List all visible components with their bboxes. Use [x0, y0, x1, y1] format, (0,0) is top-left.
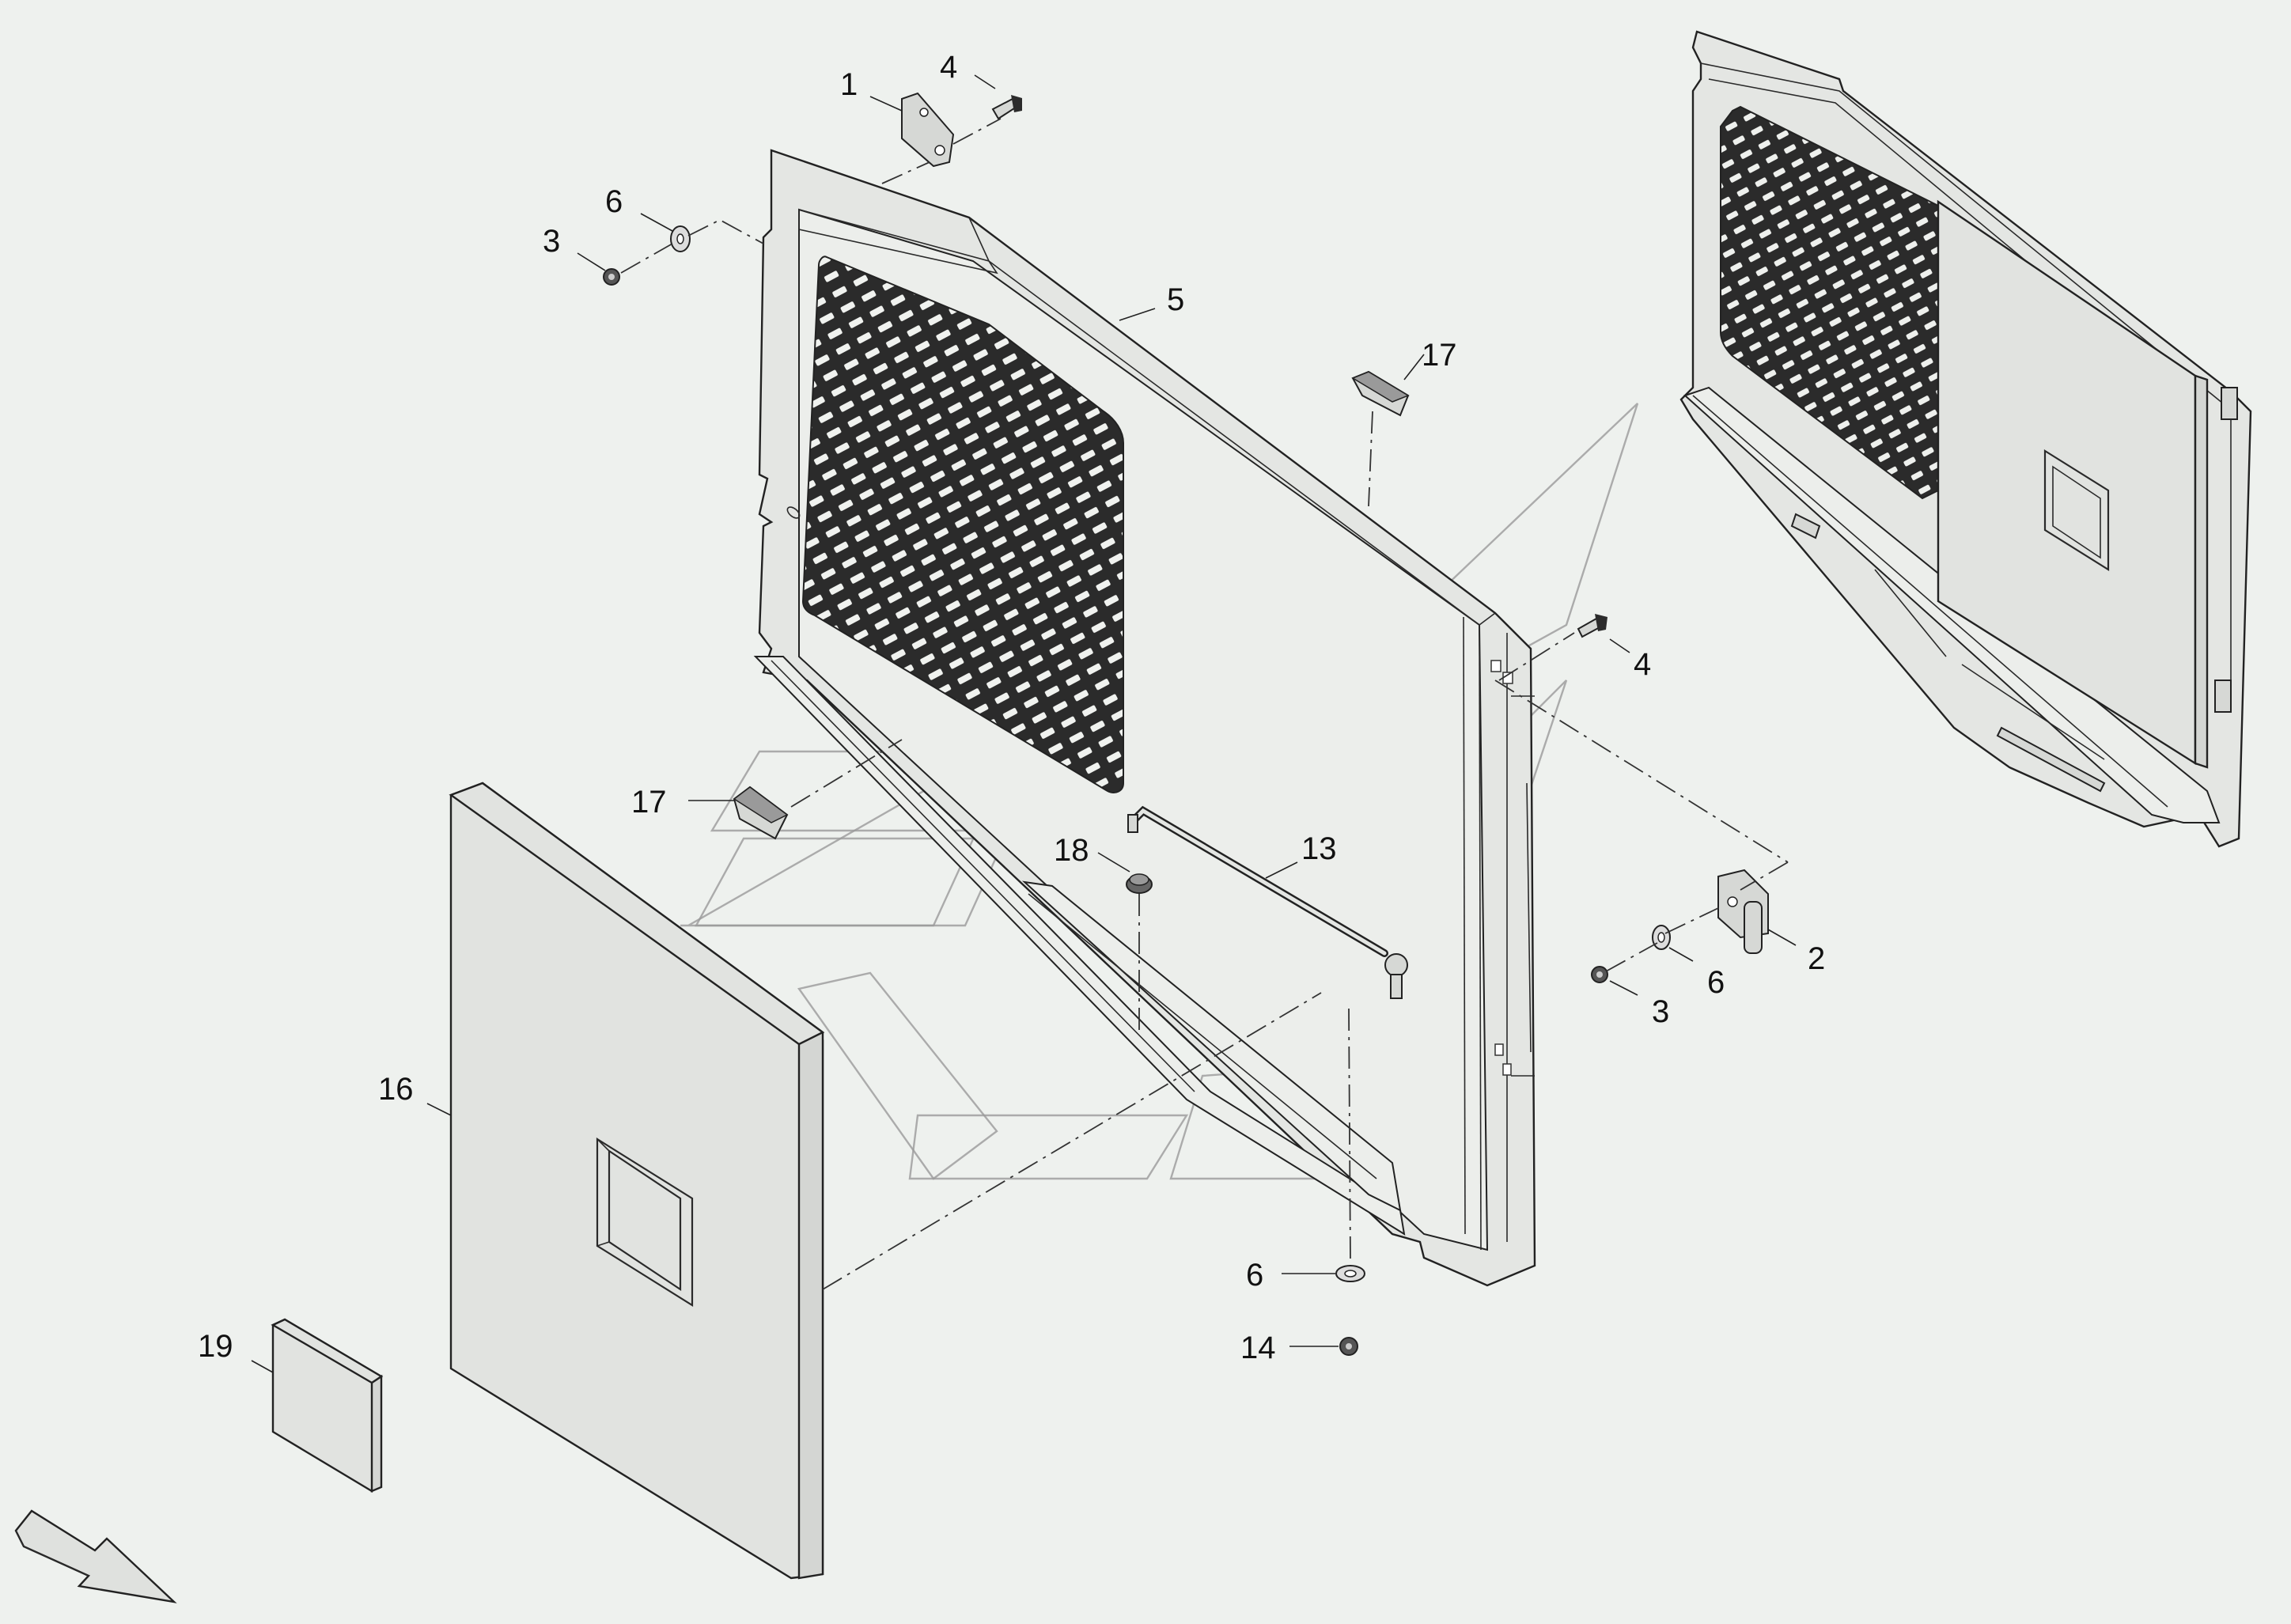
grommet-18: [1126, 873, 1153, 894]
rod-13: [1127, 805, 1408, 999]
assembly-lines: [620, 118, 1789, 1290]
hinge-2: [1717, 869, 1769, 954]
label-6-bottom: 6: [1246, 1258, 1263, 1293]
arrow-down-right-icon: [14, 1509, 177, 1603]
label-3-top: 3: [543, 224, 560, 259]
clip-17-left: [733, 786, 789, 840]
foam-pad-16: [449, 782, 825, 1580]
washer-6-top: [670, 225, 691, 252]
panel-frame-5: [753, 149, 1536, 1287]
callout-labels: 1 4 6 3 5 17 4 17 18 13 2 6 3 16 6 14 19: [198, 50, 1825, 1365]
label-1: 1: [840, 67, 858, 102]
washer-6-right: [1652, 925, 1671, 950]
label-14: 14: [1240, 1331, 1276, 1365]
small-pad-19: [271, 1318, 384, 1493]
label-13: 13: [1301, 831, 1337, 866]
label-6-right: 6: [1707, 965, 1725, 1000]
label-19: 19: [198, 1329, 233, 1364]
panel-rear-view: [1679, 30, 2252, 848]
bracket-1: [901, 92, 955, 168]
label-2: 2: [1808, 941, 1825, 976]
leader-lines: [251, 74, 1797, 1373]
label-16: 16: [378, 1072, 414, 1107]
nut-14: [1339, 1337, 1358, 1356]
label-17-top: 17: [1422, 338, 1457, 373]
nut-3-top: [603, 268, 620, 286]
label-18: 18: [1054, 833, 1089, 868]
washer-6-bottom: [1335, 1265, 1365, 1282]
label-5: 5: [1167, 282, 1184, 317]
bolt-4-right: [1577, 614, 1607, 638]
label-4-top: 4: [940, 50, 957, 85]
nut-3-right: [1591, 966, 1608, 983]
label-3-right: 3: [1652, 994, 1669, 1029]
clip-17-top: [1351, 370, 1410, 417]
bolt-4-top: [991, 95, 1022, 120]
label-17-left: 17: [631, 785, 667, 820]
label-6-top: 6: [605, 184, 623, 219]
label-4-right: 4: [1634, 647, 1651, 682]
